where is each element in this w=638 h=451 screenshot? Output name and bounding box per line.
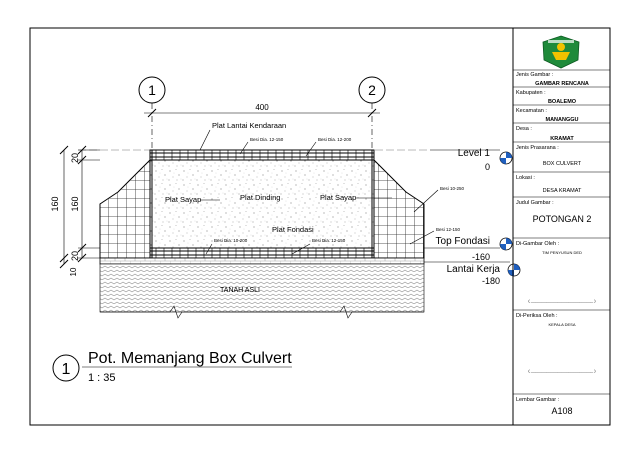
svg-text:BOX CULVERT: BOX CULVERT	[543, 161, 582, 167]
regency-logo	[542, 35, 580, 69]
svg-text:Top Fondasi: Top Fondasi	[436, 236, 490, 247]
title-block	[512, 27, 611, 426]
dimension-vertical-outer: 160 10	[50, 145, 78, 276]
plat-fondasi-label: Plat Fondasi	[272, 225, 314, 234]
dimension-vertical-inner: 20 160 20	[70, 145, 100, 263]
plat-dinding-label: Plat Dinding	[240, 193, 280, 202]
svg-text:160: 160	[50, 196, 60, 211]
lantai-kerja	[99, 257, 425, 265]
bottom-slab	[149, 247, 375, 259]
svg-text:GAMBAR RENCANA: GAMBAR RENCANA	[535, 81, 589, 87]
left-wing-grid	[99, 158, 151, 259]
svg-text:Jenis Prasarana :: Jenis Prasarana :	[516, 145, 559, 151]
svg-text:Di-Gambar Oleh :: Di-Gambar Oleh :	[516, 241, 560, 247]
svg-text:2: 2	[368, 82, 376, 98]
plat-lantai-kendaraan-label: Plat Lantai Kendaraan	[212, 121, 286, 130]
svg-text:10: 10	[69, 267, 78, 276]
svg-text:A108: A108	[551, 406, 572, 416]
svg-text:Desa :: Desa :	[516, 126, 532, 132]
svg-text:400: 400	[255, 103, 269, 112]
svg-text:Kabupaten :: Kabupaten :	[516, 90, 546, 96]
svg-text:KEPALA DESA: KEPALA DESA	[548, 322, 575, 327]
svg-text:Besi Dia. 12-200: Besi Dia. 12-200	[318, 137, 352, 142]
svg-text:Jenis Gambar :: Jenis Gambar :	[516, 72, 554, 78]
level-marker-top-fondasi: Top Fondasi -160	[436, 236, 513, 262]
svg-text:Lokasi :: Lokasi :	[516, 175, 535, 181]
level-marker-level-1: Level 1 0	[458, 148, 513, 172]
svg-text:POTONGAN 2: POTONGAN 2	[533, 214, 592, 224]
svg-text:Di-Periksa Oleh :: Di-Periksa Oleh :	[516, 313, 558, 319]
title-block-fields: Jenis Gambar : GAMBAR RENCANA Kabupaten …	[513, 72, 610, 416]
soil-break-line	[100, 305, 424, 319]
svg-text:MANANGGU: MANANGGU	[546, 117, 579, 123]
svg-text:Besi Dia. 12-150: Besi Dia. 12-150	[312, 238, 346, 243]
svg-text:Kecamatan :: Kecamatan :	[516, 108, 547, 114]
rebar-callout-top-right: Besi Dia. 12-200	[305, 137, 352, 157]
svg-text:Besi Dia. 12-150: Besi Dia. 12-150	[250, 137, 284, 142]
svg-text:Lantai Kerja: Lantai Kerja	[447, 264, 501, 275]
rebar-callout-side-upper: Besi 10-250	[413, 186, 465, 213]
drawing-title: 1 Pot. Memanjang Box Culvert 1 : 35	[52, 350, 292, 384]
svg-text:0: 0	[485, 162, 490, 172]
svg-text:KRAMAT: KRAMAT	[550, 136, 574, 142]
svg-text:TIM PENYUSUN DED: TIM PENYUSUN DED	[542, 250, 582, 255]
svg-text:Lembar Gambar :: Lembar Gambar :	[516, 397, 560, 403]
tanah-asli-area	[99, 263, 425, 313]
rebar-callout-bottom-left: Besi Dia. 10-200	[205, 238, 248, 255]
rebar-callout-bottom-right: Besi Dia. 12-150	[291, 238, 346, 255]
svg-text:Judul Gambar :: Judul Gambar :	[516, 200, 554, 206]
grid-axis-2: 2	[358, 76, 386, 150]
svg-text:20: 20	[70, 153, 80, 163]
svg-text:160: 160	[70, 196, 80, 211]
rebar-callout-top-left: Besi Dia. 12-150	[239, 137, 284, 155]
svg-text:DESA KRAMAT: DESA KRAMAT	[543, 188, 582, 194]
svg-text:20: 20	[70, 251, 80, 261]
svg-text:1: 1	[148, 82, 156, 98]
svg-text:-160: -160	[472, 252, 490, 262]
svg-text:-180: -180	[482, 276, 500, 286]
svg-text:Besi 12-150: Besi 12-150	[436, 227, 461, 232]
grid-axis-1: 1	[138, 76, 166, 150]
plat-sayap-right-label: Plat Sayap	[320, 193, 356, 202]
svg-text:BOALEMO: BOALEMO	[548, 99, 577, 105]
svg-text:( ___________________________: ( ____________________________ )	[528, 368, 596, 373]
plat-sayap-left-label: Plat Sayap	[165, 195, 201, 204]
svg-text:Pot. Memanjang Box Culvert: Pot. Memanjang Box Culvert	[88, 350, 292, 367]
top-slab	[149, 149, 375, 161]
rebar-callout-side-lower: Besi 12-150	[409, 227, 461, 245]
svg-text:( ___________________________: ( ____________________________ )	[528, 298, 596, 303]
level-marker-lantai-kerja: Lantai Kerja -180	[447, 263, 521, 286]
svg-text:1: 1	[62, 361, 71, 378]
svg-text:Besi 10-250: Besi 10-250	[440, 186, 465, 191]
box-culvert-concrete	[149, 154, 375, 259]
dimension-span: 400	[144, 103, 380, 118]
svg-text:Besi Dia. 10-200: Besi Dia. 10-200	[214, 238, 248, 243]
svg-text:Level 1: Level 1	[458, 148, 491, 159]
right-wing-grid	[373, 158, 425, 259]
tanah-asli-label: TANAH ASLI	[220, 287, 260, 294]
plat-lantai-leader	[199, 129, 211, 151]
svg-text:1 : 35: 1 : 35	[88, 372, 116, 384]
